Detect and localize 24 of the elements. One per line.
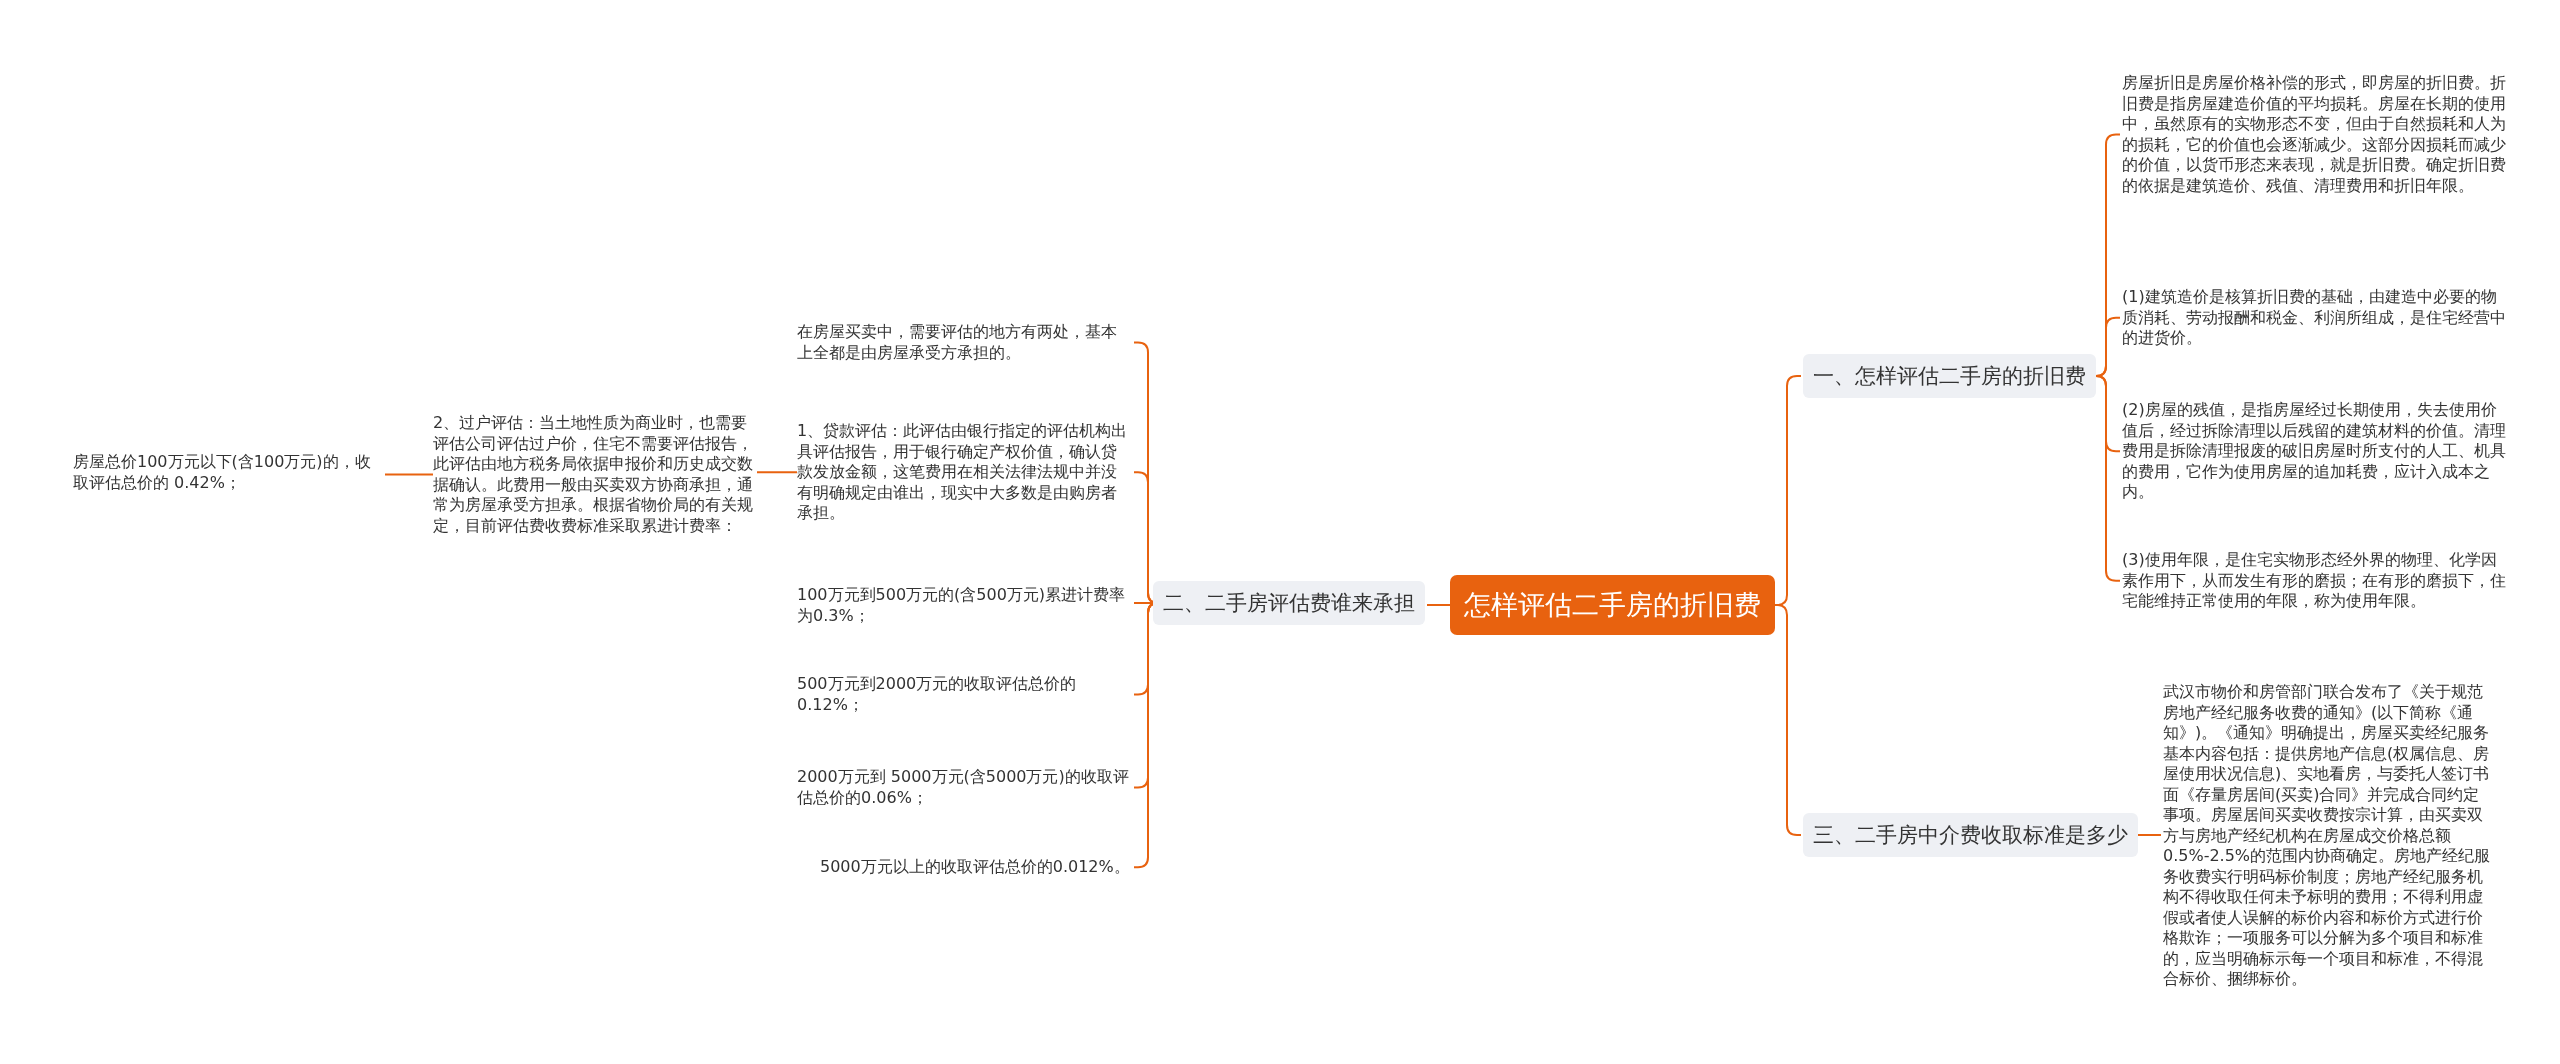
note-text: 房屋折旧是房屋价格补偿的形式，即房屋的折旧费。折旧费是指房屋建造价值的平均损耗。房屋在长期的使用中，虽然原有的实物形态不变，但由于自然损耗和人为的损耗，它的价值也会逐渐减少。这部分因损耗而减少的价值，以货币形态来表现，就是折旧费。确定折旧费的依据是建筑造价、残值、清理费用和折旧年限。 — [2122, 73, 2507, 196]
note-text: 100万元到500万元的(含500万元)累进计费率为0.3%； — [797, 585, 1132, 626]
connector-line — [2095, 375, 2121, 582]
connector-line — [2137, 834, 2162, 836]
note-text: 在房屋买卖中，需要评估的地方有两处，基本上全都是由房屋承受方承担的。 — [797, 322, 1132, 363]
connector-line — [1426, 604, 1451, 606]
note-text: 500万元到2000万元的收取评估总价的0.12%； — [797, 674, 1132, 715]
topic-box: 三、二手房中介费收取标准是多少 — [1803, 813, 2138, 857]
connector-line — [384, 473, 434, 476]
note-text: 房屋总价100万元以下(含100万元)的，收取评估总价的 0.42%； — [73, 452, 383, 493]
central-topic-box: 怎样评估二手房的折旧费 — [1450, 575, 1775, 635]
note-text: 2、过户评估：当土地性质为商业时，也需要评估公司评估过户价，住宅不需要评估报告，此评估由地方税务局依据申报价和历史成交数据确认。此费用一般由买卖双方协商承担，通常为房屋承受方担承。根据省物价局的有关规定，目前评估费收费标准采取累进计费率： — [433, 413, 755, 536]
note-text: 武汉市物价和房管部门联合发布了《关于规范房地产经纪服务收费的通知》(以下简称《通知》)。《通知》明确提出，房屋买卖经纪服务基本内容包括：提供房地产信息(权属信息、房屋使用状况信息)、实地看房，与委托人签订书面《存量房居间(买卖)合同》并完成合同约定事项。房屋居间买卖收费按宗计算，由买卖双方与房地产经纪机构在房屋成交价格总额0.5%-2.5%的范围内协商确定。房地产经纪服务收费实行明码标价制度；房地产经纪服务机构不得收取任何未予标明的费用；不得利用虚假或者使人误解的标价内容和标价方式进行价格欺诈；一项服务可以分解为多个项目和标准的，应当明确标示每一个项目和标准，不得混合标价、捆绑标价。 — [2163, 682, 2493, 990]
note-text: 5000万元以上的收取评估总价的0.012%。 — [820, 857, 1132, 878]
connector-line — [1133, 602, 1154, 604]
note-text: (3)使用年限，是住宅实物形态经外界的物理、化学因素作用下，从而发生有形的磨损；在有形的磨损下，住宅能维持正常使用的年限，称为使用年限。 — [2122, 550, 2507, 612]
note-text: (2)房屋的残值，是指房屋经过长期使用，失去使用价值后，经过拆除清理以后残留的建筑材料的价值。清理费用是拆除清理报废的破旧房屋时所支付的人工、机具的费用，它作为使用房屋的追加耗费，应计入成本之内。 — [2122, 400, 2507, 503]
note-text: (1)建筑造价是核算折旧费的基础，由建造中必要的物质消耗、劳动报酬和税金、利润所组成，是住宅经营中的进货价。 — [2122, 287, 2507, 349]
topic-box: 二、二手房评估费谁来承担 — [1153, 581, 1425, 625]
topic-box: 一、怎样评估二手房的折旧费 — [1803, 354, 2096, 398]
note-text: 1、贷款评估：此评估由银行指定的评估机构出具评估报告，用于银行确定产权价值，确认贷款发放金额，这笔费用在相关法律法规中并没有明确规定由谁出，现实中大多数是由购房者承担。 — [797, 421, 1132, 524]
connector-line — [1774, 604, 1802, 836]
connector-line — [756, 471, 798, 474]
note-text: 2000万元到 5000万元(含5000万元)的收取评估总价的0.06%； — [797, 767, 1132, 808]
